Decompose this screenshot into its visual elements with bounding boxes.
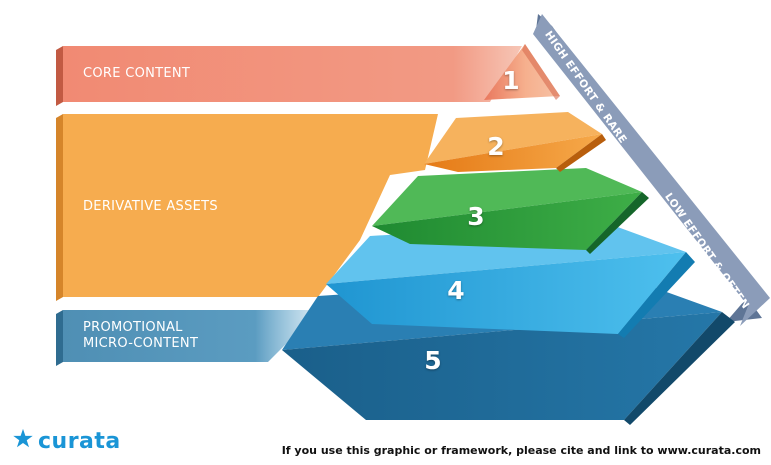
effort-arrow — [533, 14, 770, 326]
tier-1-number: 1 — [502, 66, 520, 95]
tier-2-number: 2 — [487, 132, 505, 161]
band-label-text: DERIVATIVE ASSETS — [83, 199, 218, 214]
band-label-derivative-assets: DERIVATIVE ASSETS — [83, 199, 218, 215]
citation-note: If you use this graphic or framework, pl… — [281, 444, 761, 457]
curata-logo: curata — [12, 428, 121, 454]
band-core-content — [56, 46, 522, 106]
tier-3 — [372, 168, 649, 254]
star-icon — [12, 428, 34, 454]
brand-name: curata — [38, 428, 121, 454]
band-derivative-assets — [56, 114, 438, 301]
band-label-promotional-micro-content: PROMOTIONAL MICRO-CONTENT — [83, 320, 198, 352]
tier-5-number: 5 — [424, 346, 442, 375]
band-promotional-micro-content — [56, 310, 330, 366]
tier-1 — [484, 44, 560, 100]
tier-4-number: 4 — [447, 276, 465, 305]
band-label-text-line-2: MICRO-CONTENT — [83, 336, 199, 351]
tier-3-number: 3 — [467, 202, 485, 231]
tier-2 — [424, 112, 606, 172]
band-label-core-content: CORE CONTENT — [83, 66, 190, 82]
band-label-text: CORE CONTENT — [83, 66, 191, 81]
band-label-text-line-1: PROMOTIONAL — [83, 320, 183, 335]
